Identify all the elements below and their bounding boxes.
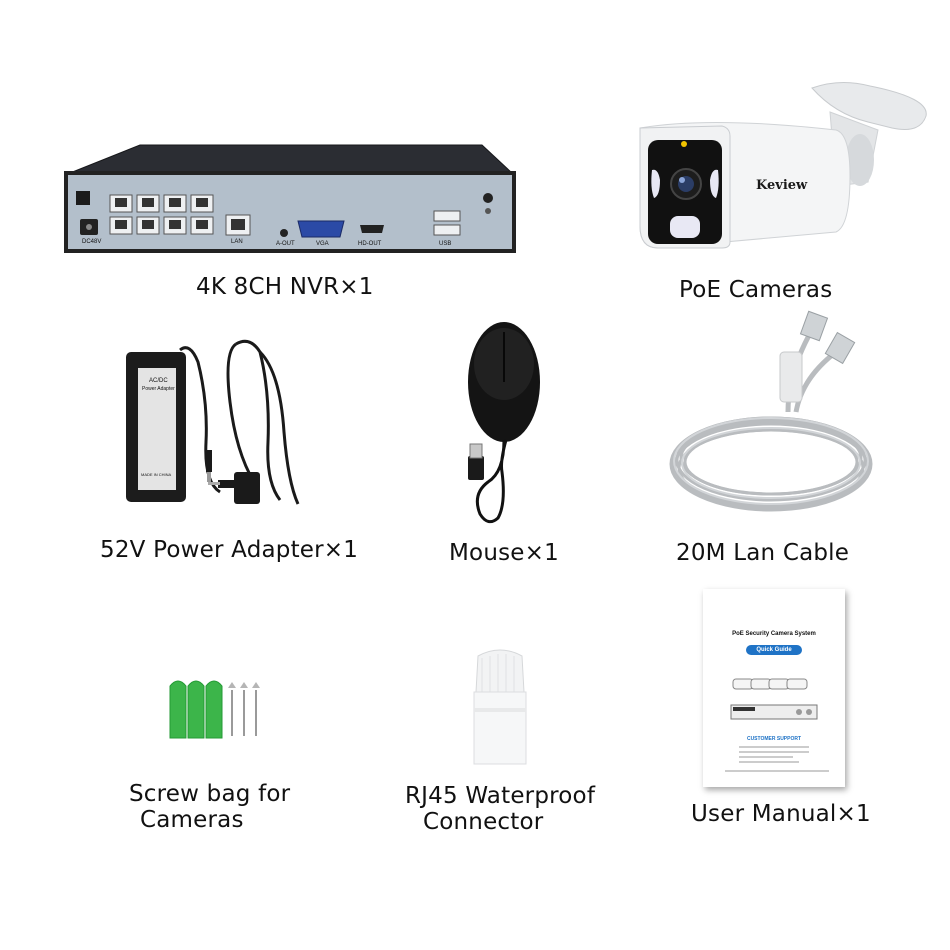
user-manual-image: PoE Security Camera System Quick Guide C… <box>703 589 845 787</box>
nvr-image: DC48V LAN A-OUT VGA HD-OUT USB <box>62 143 517 255</box>
mouse-caption: Mouse×1 <box>449 540 559 566</box>
adapter-label-subtitle: Power Adapter <box>142 386 175 392</box>
nvr-port-label-vga: VGA <box>316 241 329 247</box>
nvr-port-label-usb: USB <box>439 241 452 247</box>
rj45-connector-caption-line1: RJ45 Waterproof <box>405 783 596 809</box>
rj45-connector-caption-line2: Connector <box>423 809 544 835</box>
nvr-port-label-aout: A-OUT <box>276 241 295 247</box>
camera-image: Keview <box>630 76 930 256</box>
rj45-connector-image <box>470 648 530 768</box>
manual-title: PoE Security Camera System <box>732 631 816 637</box>
rj45-connector-caption: RJ45 Waterproof Connector <box>405 783 595 835</box>
power-adapter-caption: 52V Power Adapter×1 <box>100 537 359 563</box>
nvr-port-label-lan: LAN <box>231 239 243 245</box>
lan-cable-image <box>668 310 874 522</box>
adapter-label-title: AC/DC <box>149 378 168 384</box>
manual-quick-guide-badge: Quick Guide <box>746 645 802 655</box>
power-adapter-image: AC/DC Power Adapter MADE IN CHINA <box>120 332 320 512</box>
screw-bag-caption-line1: Screw bag for <box>129 781 291 807</box>
user-manual-caption: User Manual×1 <box>691 801 871 827</box>
mouse-image <box>458 322 558 532</box>
adapter-label-origin: MADE IN CHINA <box>141 472 172 477</box>
manual-support-heading: CUSTOMER SUPPORT <box>746 736 802 742</box>
nvr-port-label-dc: DC48V <box>82 239 102 245</box>
camera-caption: PoE Cameras <box>679 277 833 303</box>
screw-bag-image <box>164 676 268 742</box>
nvr-port-label-hdout: HD-OUT <box>358 241 382 247</box>
camera-brand-logo: Keview <box>756 178 808 193</box>
screw-bag-caption: Screw bag for Cameras <box>129 781 290 833</box>
screw-bag-caption-line2: Cameras <box>140 807 244 833</box>
nvr-caption: 4K 8CH NVR×1 <box>196 274 374 300</box>
lan-cable-caption: 20M Lan Cable <box>676 540 850 566</box>
